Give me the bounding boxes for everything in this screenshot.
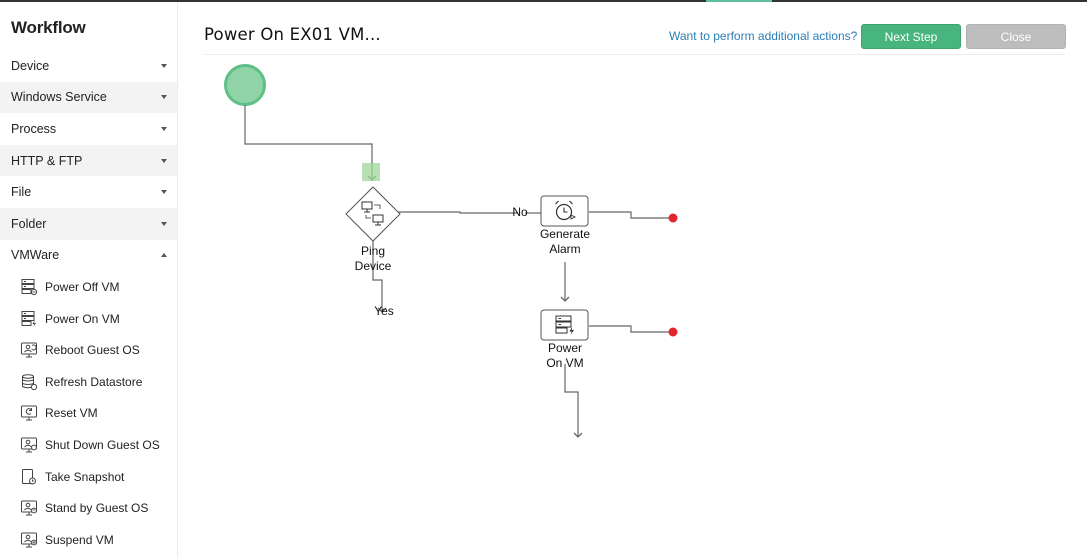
caret-down-icon <box>161 190 167 195</box>
end-dot <box>668 327 678 337</box>
category-device[interactable]: Device <box>0 50 177 82</box>
connector-poweron-next <box>564 364 583 438</box>
generate-alarm-label: Generate Alarm <box>530 227 600 257</box>
label-line: Device <box>354 259 392 273</box>
caret-down-icon <box>161 95 167 100</box>
sidebar-item-label: Suspend VM <box>45 532 114 547</box>
sidebar-item-label: Shut Down Guest OS <box>45 437 160 452</box>
ping-device-node <box>345 186 401 242</box>
network-devices-icon <box>361 201 384 226</box>
category-file[interactable]: File <box>0 176 177 208</box>
caret-up-icon <box>161 253 167 258</box>
category-label: Process <box>11 121 57 136</box>
category-windows-service[interactable]: Windows Service <box>0 81 177 114</box>
header-divider <box>204 54 1065 55</box>
connector-poweron-end <box>589 325 672 333</box>
sidebar-item-power-off-vm[interactable]: Power Off VM <box>0 271 177 303</box>
sidebar-item-refresh-datastore[interactable]: Refresh Datastore <box>0 366 177 398</box>
power-on-vm-node <box>540 309 589 341</box>
sidebar-item-stand-by-guest-os[interactable]: Stand by Guest OS <box>0 492 177 524</box>
next-step-button[interactable]: Next Step <box>861 24 961 49</box>
connector-ping-yes <box>372 240 387 313</box>
workflow-connectors <box>224 64 678 438</box>
server-off-icon <box>20 278 38 296</box>
end-dot <box>668 213 678 223</box>
alarm-clock-icon <box>555 200 577 221</box>
sidebar-title: Workflow <box>11 18 86 37</box>
caret-down-icon <box>161 221 167 226</box>
sidebar-item-label: Power On VM <box>45 311 120 326</box>
category-process[interactable]: Process <box>0 113 177 145</box>
label-line: Power <box>547 341 582 355</box>
reboot-guest-icon <box>20 341 38 359</box>
drop-target-highlight <box>362 163 380 181</box>
label-line: Generate <box>539 227 591 241</box>
sidebar-item-label: Take Snapshot <box>45 469 125 484</box>
connector-start-ping <box>244 105 377 181</box>
category-label: File <box>11 185 32 200</box>
label-line: On VM <box>546 356 584 370</box>
label-line: Alarm <box>549 242 581 256</box>
sidebar-item-label: Power Off VM <box>45 279 120 294</box>
additional-actions-link[interactable]: Want to perform additional actions? <box>669 29 858 43</box>
caret-down-icon <box>161 63 167 68</box>
category-vmware[interactable]: VMWare <box>0 240 177 272</box>
sidebar-item-take-snapshot[interactable]: Take Snapshot <box>0 461 177 493</box>
sidebar-item-label: Reboot Guest OS <box>45 343 140 358</box>
monitor-reset-icon <box>20 404 38 422</box>
connector-alarm-end <box>589 211 672 219</box>
category-folder[interactable]: Folder <box>0 207 177 240</box>
ping-device-label: Ping Device <box>343 244 403 274</box>
category-label: Device <box>11 58 50 73</box>
sidebar-item-label: Reset VM <box>45 406 98 421</box>
label-line: Ping <box>360 244 386 258</box>
no-branch-label: No <box>512 205 528 219</box>
sidebar: Workflow Device Windows Service Process … <box>0 2 178 558</box>
yes-branch-label: Yes <box>374 304 394 318</box>
power-on-vm-label: Power On VM <box>535 341 595 371</box>
category-http-ftp[interactable]: HTTP & FTP <box>0 144 177 177</box>
server-power-icon <box>555 315 574 335</box>
sidebar-item-reboot-guest-os[interactable]: Reboot Guest OS <box>0 334 177 366</box>
page-title: Power On EX01 VM... <box>204 25 381 44</box>
connector-ping-no <box>398 211 518 214</box>
sidebar-item-shut-down-guest-os[interactable]: Shut Down Guest OS <box>0 429 177 461</box>
shutdown-guest-icon <box>20 436 38 454</box>
generate-alarm-node <box>540 195 589 227</box>
close-button[interactable]: Close <box>966 24 1066 49</box>
datastore-refresh-icon <box>20 373 38 391</box>
standby-guest-icon <box>20 499 38 517</box>
sidebar-item-label: Stand by Guest OS <box>45 501 149 516</box>
server-on-icon <box>20 310 38 328</box>
sidebar-item-suspend-vm[interactable]: Suspend VM <box>0 524 177 556</box>
category-label: HTTP & FTP <box>11 153 83 168</box>
caret-down-icon <box>161 158 167 163</box>
top-accent <box>706 0 772 2</box>
start-node <box>224 64 266 106</box>
top-border <box>0 0 1087 2</box>
sidebar-item-reset-vm[interactable]: Reset VM <box>0 398 177 430</box>
sidebar-item-label: Refresh Datastore <box>45 374 143 389</box>
category-label: Windows Service <box>11 90 107 105</box>
category-label: Folder <box>11 216 47 231</box>
caret-down-icon <box>161 126 167 131</box>
workflow-canvas[interactable]: Ping Device No Yes Generate Alarm Power … <box>180 56 1087 558</box>
category-label: VMWare <box>11 248 60 263</box>
sidebar-item-power-on-vm[interactable]: Power On VM <box>0 303 177 335</box>
snapshot-icon <box>20 468 38 486</box>
suspend-vm-icon <box>20 531 38 549</box>
